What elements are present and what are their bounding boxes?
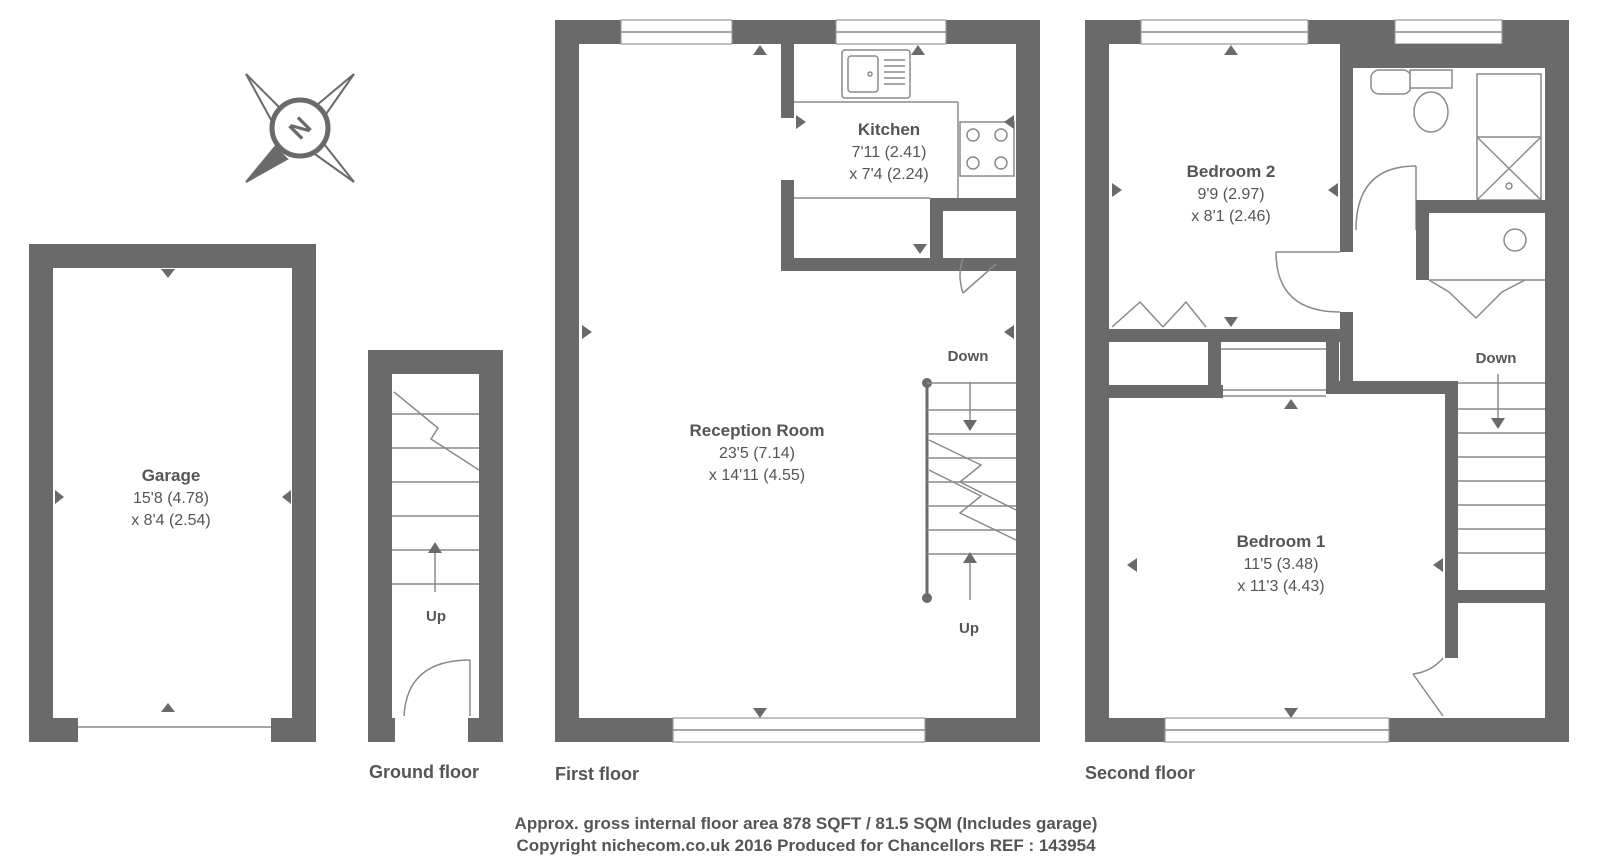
kitchen-dim-width: x 7'4 (2.24): [849, 166, 929, 183]
bedroom-2-name: Bedroom 2: [1187, 162, 1276, 181]
bedroom-1-dim-width: x 11'3 (4.43): [1237, 578, 1324, 595]
kitchen-dim-length: 7'11 (2.41): [852, 144, 927, 161]
second-floor-plan: [1085, 19, 1569, 743]
bedroom-2-dim-length: 9'9 (2.97): [1197, 186, 1264, 203]
kitchen-name: Kitchen: [858, 120, 920, 139]
bedroom-1-name: Bedroom 1: [1237, 532, 1326, 551]
garage-dim-width: x 8'4 (2.54): [131, 512, 211, 529]
bedroom-2-dim-width: x 8'1 (2.46): [1191, 208, 1271, 225]
reception-room-dim-length: 23'5 (7.14): [719, 445, 795, 462]
ground-floor-plan: [368, 350, 503, 742]
first-floor-label: First floor: [555, 764, 639, 784]
first-floor-plan: [555, 19, 1040, 743]
copyright-note: Copyright nichecom.co.uk 2016 Produced f…: [516, 836, 1096, 855]
garage-plan: [29, 244, 316, 742]
first-stair-down-label: Down: [948, 348, 989, 365]
bedroom-1-dim-length: 11'5 (3.48): [1244, 556, 1319, 573]
garage-name: Garage: [142, 466, 201, 485]
garage-dim-length: 15'8 (4.78): [133, 490, 209, 507]
compass-rose-icon: N: [245, 73, 355, 183]
floor-area-note: Approx. gross internal floor area 878 SQ…: [515, 814, 1098, 833]
ground-stair-up-label: Up: [426, 608, 446, 625]
reception-room-dim-width: x 14'11 (4.55): [709, 467, 805, 484]
reception-room-name: Reception Room: [689, 421, 824, 440]
first-stair-up-label: Up: [959, 620, 979, 637]
ground-floor-label: Ground floor: [369, 762, 479, 782]
second-stair-down-label: Down: [1476, 350, 1517, 367]
second-floor-label: Second floor: [1085, 763, 1195, 783]
